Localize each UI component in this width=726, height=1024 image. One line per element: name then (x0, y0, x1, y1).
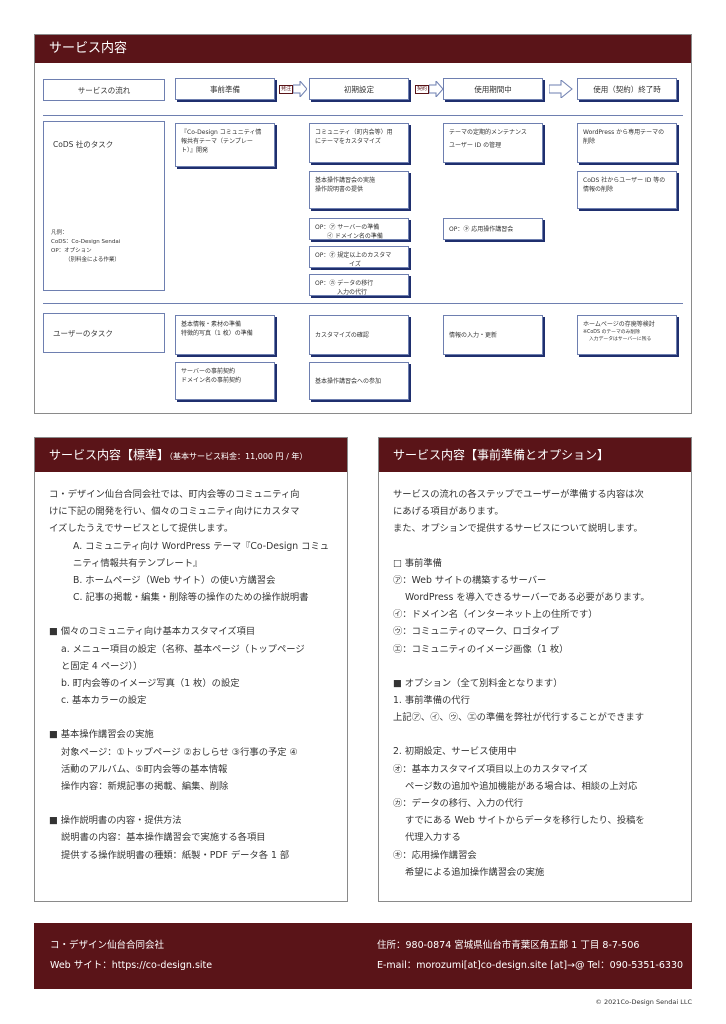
footer: コ・デザイン仙台合同会社 Web サイト：https://co-design.s… (34, 923, 692, 989)
footer-company: コ・デザイン仙台合同会社 (50, 940, 165, 951)
options-line (393, 658, 679, 675)
options-line: にあげる項目があります。 (393, 506, 504, 518)
standard-panel-header: サービス内容【標準】（基本サービス料金：11,000 円 / 年） (35, 438, 347, 472)
divider (43, 303, 683, 304)
codes-init-option-1: OP：㋐ サーバーの準備㋑ ドメイン名の準備 (309, 218, 409, 240)
options-panel-title: サービス内容【事前準備とオプション】 (393, 448, 610, 462)
standard-line: c. 基本カラーの設定 (61, 695, 147, 707)
options-line: ㋕：データの移行、入力の代行 (393, 798, 524, 810)
standard-line: 提供する操作説明書の種類：紙製・PDF データ各 1 部 (61, 849, 290, 861)
codes-use-task-1: テーマの定期的メンテナンスユーザー ID の管理 (443, 123, 543, 163)
options-line: 1. 事前準備の代行 (393, 695, 470, 707)
codes-task-label: CoDS 社のタスク (53, 140, 114, 149)
step-init: 初期設定 (309, 78, 409, 100)
user-prep-task-1: 基本情報・素材の準備特徴的写真（1 枚）の準備 (175, 315, 275, 355)
standard-line: と固定 4 ページ）） (61, 660, 143, 672)
legend-title: 凡例： (51, 230, 68, 236)
options-line: 代理入力する (405, 832, 461, 844)
tag-contract: 契約 (415, 85, 430, 94)
legend-op: OP：オプション (51, 248, 92, 254)
codes-prep-task: 『Co-Design コミュニティ情報共有テーマ（テンプレート）』開発 (175, 123, 275, 167)
footer-website[interactable]: Web サイト：https://co-design.site (50, 960, 213, 971)
standard-panel-title: サービス内容【標準】 (49, 448, 170, 462)
step-use: 使用期間中 (443, 78, 543, 100)
standard-line (49, 606, 335, 623)
legend-op-note: （別料金による作業） (65, 257, 120, 263)
standard-line: 対象ページ：①トップページ ②おしらせ ③行事の予定 ④ (61, 746, 298, 758)
codes-use-option: OP：㋖ 応用操作講習会 (443, 218, 543, 240)
standard-line: ■ 基本操作講習会の実施 (49, 729, 154, 741)
options-line: ページ数の追加や追加機能がある場合は、相談の上対応 (405, 780, 638, 792)
footer-contact: E-mail：morozumi[at]co-design.site [at]→@… (377, 960, 684, 971)
options-panel: サービス内容【事前準備とオプション】 サービスの流れの各ステップでユーザーが準備… (378, 437, 692, 902)
standard-line: a. メニュー項目の設定（名称、基本ページ（トップページ (61, 643, 305, 655)
options-line: WordPress を導入できるサーバーである必要があります。 (405, 592, 650, 604)
standard-line: C. 記事の掲載・編集・削除等の操作のための操作説明書 (73, 592, 309, 604)
step-prep: 事前準備 (175, 78, 275, 100)
options-line: すでにある Web サイトからデータを移行したり、投稿を (405, 815, 645, 827)
standard-line: B. ホームページ（Web サイト）の使い方講習会 (73, 575, 276, 587)
standard-line (49, 795, 335, 812)
options-line: ㋐：Web サイトの構築するサーバー (393, 574, 547, 586)
user-init-task-1: カスタマイズの確認 (309, 315, 409, 355)
standard-line: ■ 操作説明書の内容・提供方法 (49, 815, 182, 827)
user-task-label-box (43, 313, 165, 353)
user-init-task-2: 基本操作講習会への参加 (309, 362, 409, 400)
options-line: ㋒：コミュニティのマーク、ロゴタイプ (393, 626, 559, 638)
options-line: ㋓：コミュニティのイメージ画像（1 枚） (393, 643, 569, 655)
standard-panel-price: （基本サービス料金：11,000 円 / 年） (169, 452, 308, 461)
arrow-icon (429, 81, 443, 97)
tag-order: 発注 (279, 85, 294, 94)
standard-line: A. コミュニティ向け WordPress テーマ『Co-Design コミュ (73, 540, 330, 552)
standard-panel-body: コ・デザイン仙台合同会社では、町内会等のコミュニティ向けに下記の開発を行い、個々… (35, 472, 347, 864)
options-line (393, 538, 679, 555)
service-flow-panel: サービス内容 サービスの流れ 事前準備 発注 初期設定 契約 使用期間中 使用（… (34, 34, 692, 414)
standard-line: イズしたうえでサービスとして提供します。 (49, 523, 234, 535)
standard-line: ■ 個々のコミュニティ向け基本カスタマイズ項目 (49, 626, 256, 638)
options-line: ㋖：応用操作講習会 (393, 849, 477, 861)
codes-init-task-1: コミュニティ（町内会等）用にテーマをカスタマイズ (309, 123, 409, 163)
codes-init-option-2: OP：㋔ 規定以上のカスタマイズ (309, 246, 409, 268)
options-line (393, 726, 679, 743)
footer-address: 住所：980-0874 宮城県仙台市青葉区角五郎 1 丁目 8-7-506 (377, 940, 640, 951)
user-use-task: 情報の入力・更新 (443, 315, 543, 355)
codes-end-task-2: CoDS 社からユーザー ID 等の情報の削除 (577, 171, 677, 209)
legend: 凡例： CoDS：Co-Design Sendai OP：オプション （別料金に… (51, 229, 120, 265)
step-flow-label: サービスの流れ (43, 79, 165, 101)
options-line: ■ オプション（全て別料金となります） (393, 677, 563, 689)
divider (43, 115, 683, 116)
options-panel-body: サービスの流れの各ステップでユーザーが準備する内容は次にあげる項目があります。ま… (379, 472, 691, 881)
codes-init-option-3: OP：㋕ データの移行入力の代行 (309, 274, 409, 296)
options-line: 上記㋐、㋑、㋒、㋓の準備を弊社が代行することができます (393, 712, 645, 724)
arrow-icon (293, 81, 307, 97)
user-task-label: ユーザーのタスク (53, 329, 113, 338)
options-line: サービスの流れの各ステップでユーザーが準備する内容は次 (393, 489, 644, 500)
options-line: □ 事前準備 (393, 557, 442, 569)
codes-task-label-box (43, 121, 165, 291)
options-line: ㋑：ドメイン名（インターネット上の住所です） (393, 609, 598, 621)
arrow-icon (549, 80, 573, 98)
legend-cods: CoDS：Co-Design Sendai (51, 239, 121, 245)
standard-line: 活動のアルバム、⑤町内会等の基本情報 (61, 763, 228, 775)
standard-line (49, 709, 335, 726)
standard-service-panel: サービス内容【標準】（基本サービス料金：11,000 円 / 年） コ・デザイン… (34, 437, 348, 902)
options-line: ㋔：基本カスタマイズ項目以上のカスタマイズ (393, 763, 588, 775)
options-line: 2. 初期設定、サービス使用中 (393, 746, 517, 758)
standard-line: b. 町内会等のイメージ写真（1 枚）の設定 (61, 678, 240, 690)
user-end-task: ホームページの存廃等検討 ※CoDS のテーマのみ削除 入力データはサーバーに残… (577, 315, 677, 355)
standard-line: ニティ情報共有テンプレート』 (73, 557, 203, 569)
standard-line: コ・デザイン仙台合同会社では、町内会等のコミュニティ向 (49, 489, 300, 500)
copyright: © 2021Co-Design Sendai LLC (595, 998, 692, 1006)
codes-end-task-1: WordPress から専用テーマの削除 (577, 123, 677, 163)
standard-line: 説明書の内容：基本操作講習会で実施する各項目 (61, 832, 266, 844)
standard-line: 操作内容：新規記事の掲載、編集、削除 (61, 781, 229, 793)
user-prep-task-2: サーバーの事前契約ドメイン名の事前契約 (175, 362, 275, 400)
options-line: 希望による追加操作講習会の実施 (405, 866, 545, 878)
step-end: 使用（契約）終了時 (577, 78, 677, 100)
flow-panel-title: サービス内容 (35, 35, 691, 63)
options-line: また、オプションで提供するサービスについて説明します。 (393, 523, 643, 535)
options-panel-header: サービス内容【事前準備とオプション】 (379, 438, 691, 472)
standard-line: けに下記の開発を行い、個々のコミュニティ向けにカスタマ (49, 506, 300, 518)
codes-init-task-2: 基本操作講習会の実施操作説明書の提供 (309, 171, 409, 209)
